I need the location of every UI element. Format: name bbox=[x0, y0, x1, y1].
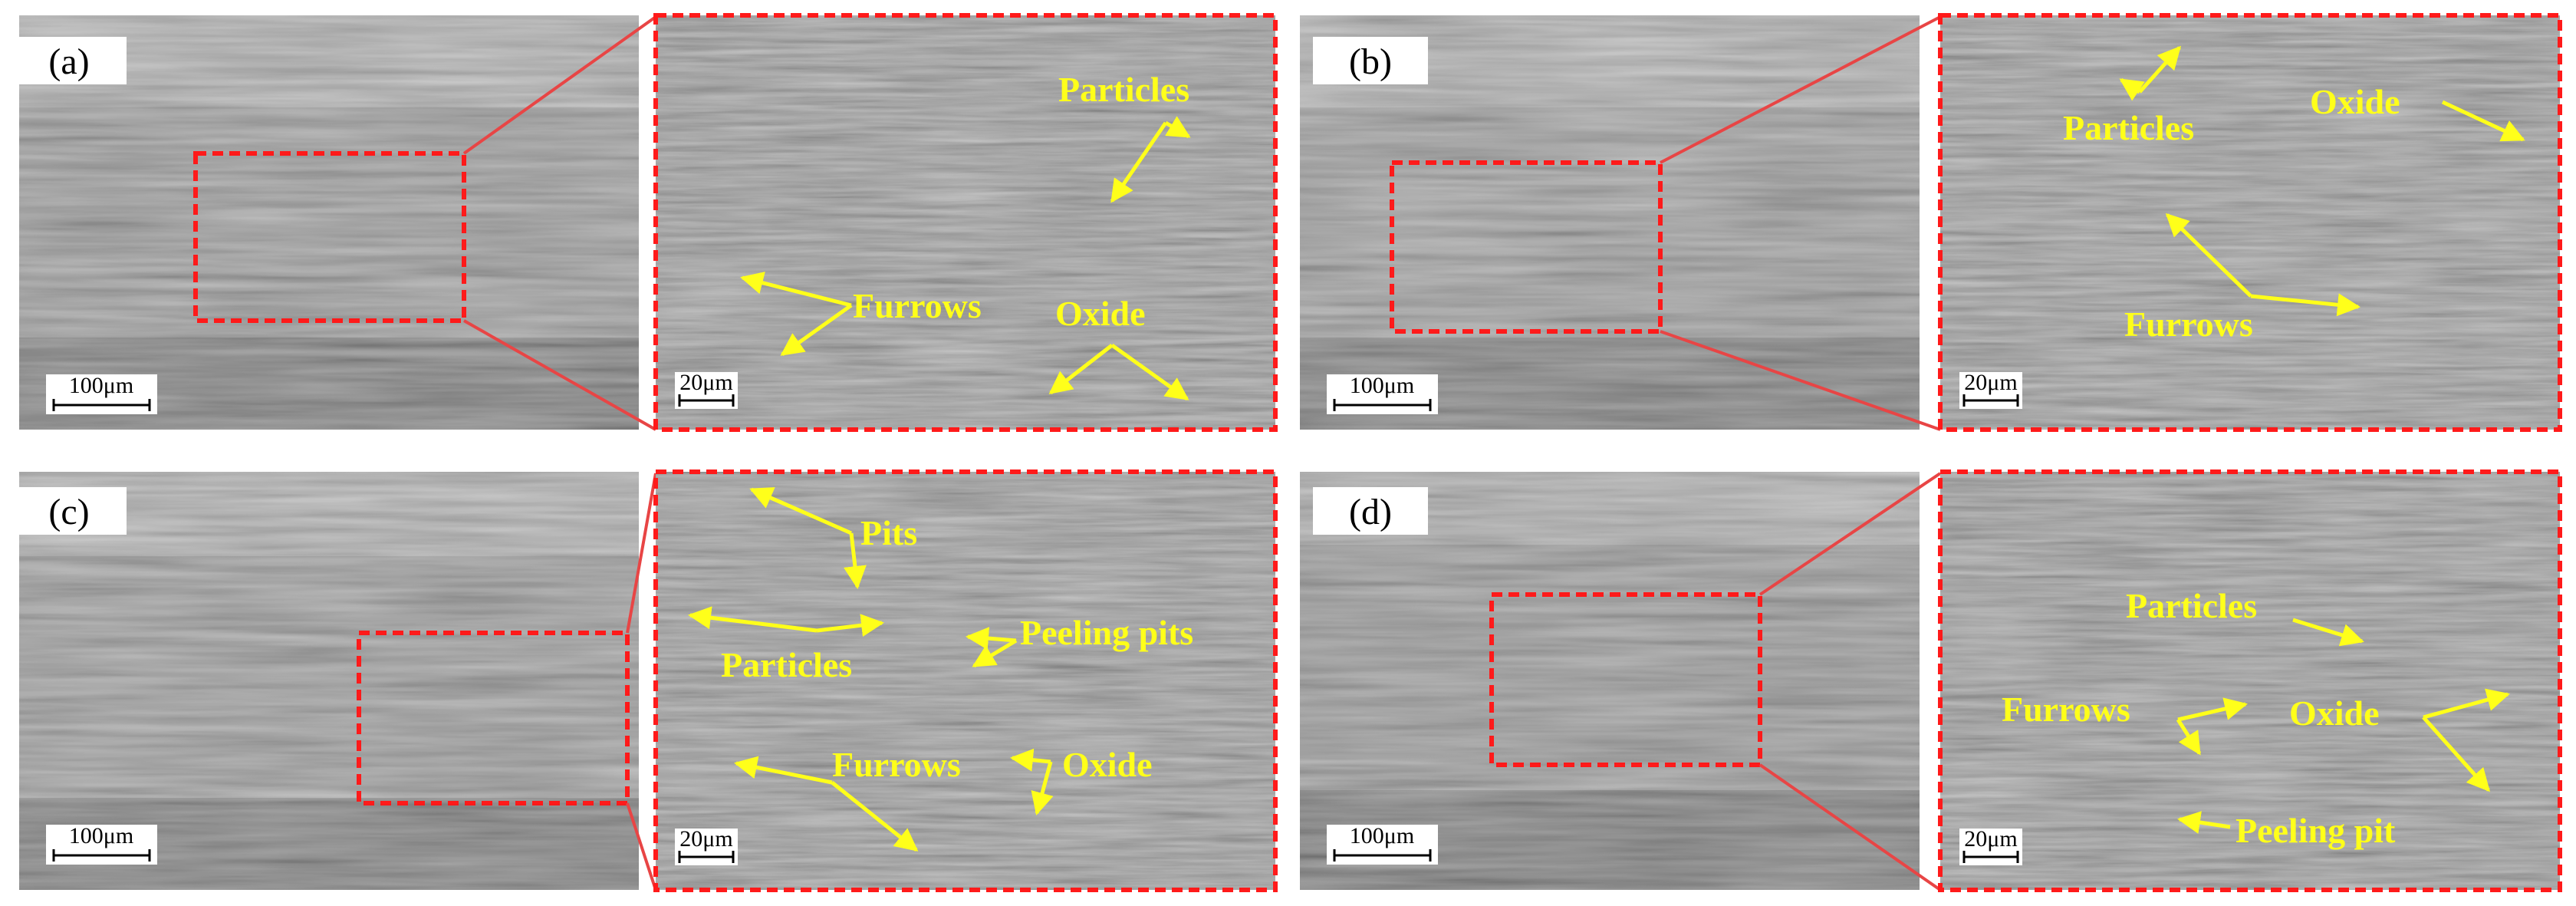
panel-b-connector-bottom bbox=[1660, 330, 1941, 431]
panel-b-scalebar bbox=[1333, 399, 1432, 411]
panel-b-zoom: 20μm Particles Oxide Furrows bbox=[1938, 13, 2562, 432]
panel-a-zoom-scalebar bbox=[678, 394, 735, 407]
panel-d-annotation-furrows: Furrows bbox=[2002, 690, 2130, 729]
panel-c-annotation-pits: Pits bbox=[860, 513, 917, 552]
panel-b-annotation-furrows: Furrows bbox=[2124, 305, 2253, 344]
panel-c-overview: (c) 100μm bbox=[12, 472, 639, 890]
panel-a-label: (a) bbox=[48, 41, 89, 82]
panel-a-scalebar-label: 100μm bbox=[69, 373, 133, 398]
panel-c: (c) 100μm 20μm bbox=[12, 469, 1278, 892]
panel-a: (a) 100μm 20μm Particles bbox=[12, 13, 1278, 432]
panel-c-annotation-particles: Particles bbox=[721, 645, 852, 684]
panel-c-annotation-furrows: Furrows bbox=[832, 745, 961, 784]
panel-a-zoom-scalebar-label: 20μm bbox=[679, 370, 732, 395]
panel-d-zoom-scalebar-box bbox=[1959, 829, 2022, 865]
panel-c-label-box bbox=[12, 487, 127, 535]
panel-d-annotation-particles: Particles bbox=[2126, 586, 2257, 625]
panel-d-annotation-peeling-pit: Peeling pit bbox=[2235, 811, 2396, 850]
panel-a-scalebar-box bbox=[46, 374, 157, 414]
panel-a-connector-bottom bbox=[463, 319, 656, 431]
panel-a-zoom-scalebar-box bbox=[675, 372, 738, 409]
panel-a-connector-top bbox=[462, 15, 657, 155]
panel-d-overview: (d) 100μm bbox=[1300, 472, 1920, 890]
panel-c-scalebar bbox=[52, 849, 151, 862]
panel-c-zoom-scalebar-label: 20μm bbox=[679, 826, 732, 852]
panel-b-label-box bbox=[1313, 37, 1428, 84]
panel-a-annotation-furrows: Furrows bbox=[853, 286, 982, 325]
panel-c-zoom-scalebar bbox=[678, 851, 735, 863]
panel-c-connector-top bbox=[626, 473, 657, 634]
panel-c-arrows bbox=[688, 487, 1054, 852]
panel-d-scalebar-box bbox=[1327, 825, 1438, 865]
panel-b-connector-top bbox=[1660, 15, 1941, 164]
panel-d-scalebar bbox=[1333, 849, 1432, 862]
panel-d: (d) 100μm 20μm Particles Furrows bbox=[1300, 469, 2562, 892]
panel-a-overview: (a) 100μm bbox=[12, 15, 639, 430]
panel-d-annotation-oxide: Oxide bbox=[2289, 694, 2380, 733]
panel-c-zoom: 20μm Pits Particles Peeling pits Furrows… bbox=[653, 469, 1278, 892]
panel-d-scalebar-label: 100μm bbox=[1350, 823, 1414, 848]
panel-b-scalebar-label: 100μm bbox=[1350, 373, 1414, 398]
panel-d-connector-top bbox=[1758, 472, 1942, 596]
panel-c-connector-bottom bbox=[626, 802, 657, 891]
panel-a-zoom: 20μm Particles Furrows Oxide bbox=[653, 13, 1278, 432]
panel-a-arrows bbox=[740, 116, 1191, 401]
panel-b-annotation-particles: Particles bbox=[2063, 108, 2194, 147]
panel-b-zoom-scalebar-label: 20μm bbox=[1964, 370, 2017, 395]
panel-c-zoom-scalebar-box bbox=[675, 829, 738, 865]
panel-a-annotation-particles: Particles bbox=[1058, 70, 1189, 109]
panel-b-annotation-oxide: Oxide bbox=[2310, 82, 2400, 121]
panel-c-annotation-oxide: Oxide bbox=[1062, 745, 1153, 784]
panel-d-zoom-scalebar-label: 20μm bbox=[1964, 826, 2017, 852]
panel-b-scalebar-box bbox=[1327, 374, 1438, 414]
panel-b-zoom-scalebar bbox=[1962, 394, 2019, 407]
panel-d-connector-bottom bbox=[1758, 763, 1942, 891]
panel-d-zoom: 20μm Particles Furrows Oxide Peeling pit bbox=[1938, 469, 2562, 892]
panel-c-scalebar-box bbox=[46, 825, 157, 865]
panel-c-annotation-peeling-pits: Peeling pits bbox=[1020, 613, 1193, 652]
panel-d-zoom-scalebar bbox=[1962, 851, 2019, 863]
panel-b-overview: (b) 100μm bbox=[1300, 15, 1920, 430]
panel-d-arrows bbox=[2176, 618, 2510, 834]
panel-b-arrows bbox=[2119, 45, 2525, 317]
panel-b-zoom-scalebar-box bbox=[1959, 372, 2022, 409]
panel-d-label-box bbox=[1313, 487, 1428, 535]
panel-c-scalebar-label: 100μm bbox=[69, 823, 133, 848]
panel-a-label-box bbox=[12, 37, 127, 84]
panel-c-label: (c) bbox=[48, 492, 89, 532]
panel-b-label: (b) bbox=[1349, 41, 1392, 82]
panel-a-annotation-oxide: Oxide bbox=[1055, 294, 1146, 333]
panel-a-scalebar bbox=[52, 399, 151, 411]
panel-d-label: (d) bbox=[1349, 492, 1392, 532]
panel-b: (b) 100μm 20μm Particles Oxide Furr bbox=[1300, 13, 2562, 432]
